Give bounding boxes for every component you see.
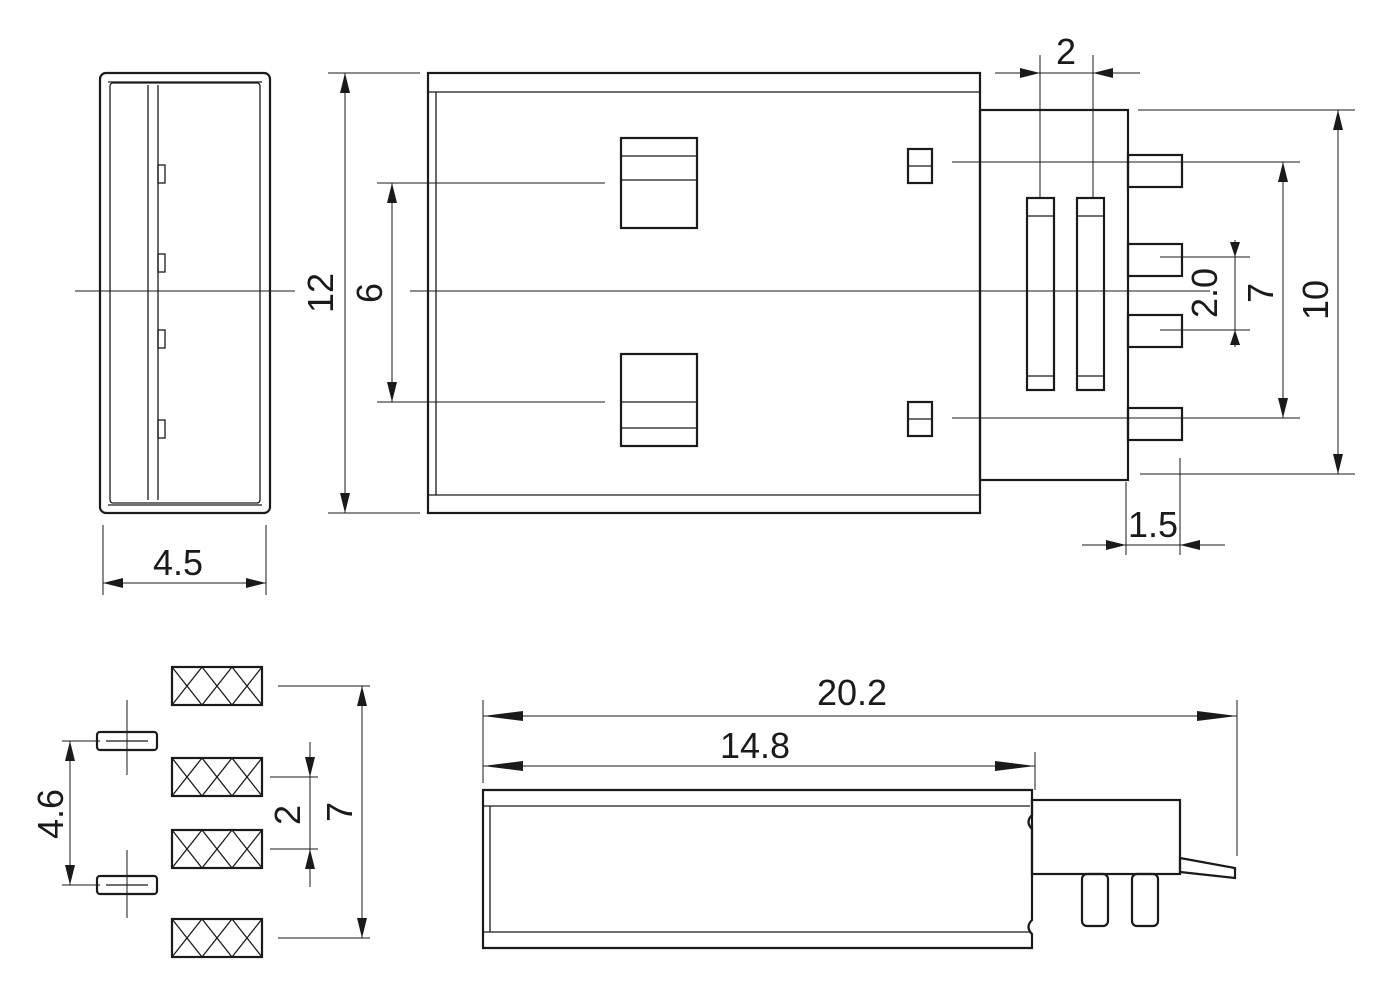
top-view: 12 6 2 2.0 7 10 1.5: [300, 31, 1355, 555]
dim-pin-pitch-top: 2: [1056, 31, 1076, 72]
dim-total-length: 20.2: [817, 672, 887, 713]
dim-footprint-4-6: 4.6: [30, 789, 71, 839]
dim-footprint-2: 2: [267, 805, 308, 825]
dim-tail-span: 10: [1295, 280, 1336, 320]
side-view: 20.2 14.8: [481, 672, 1238, 950]
dim-body-length: 14.8: [720, 725, 790, 766]
front-view: 4.5: [75, 71, 295, 595]
dim-window-spacing: 6: [349, 283, 390, 303]
dim-footprint-7: 7: [319, 802, 360, 822]
dim-front-width: 4.5: [153, 542, 203, 583]
dim-pin-gap: 2.0: [1184, 268, 1225, 318]
dim-height-12: 12: [300, 273, 341, 313]
footprint-view: 4.6 2 7: [30, 665, 370, 959]
dim-pin-span: 7: [1240, 283, 1281, 303]
dim-tail-length: 1.5: [1128, 504, 1178, 545]
